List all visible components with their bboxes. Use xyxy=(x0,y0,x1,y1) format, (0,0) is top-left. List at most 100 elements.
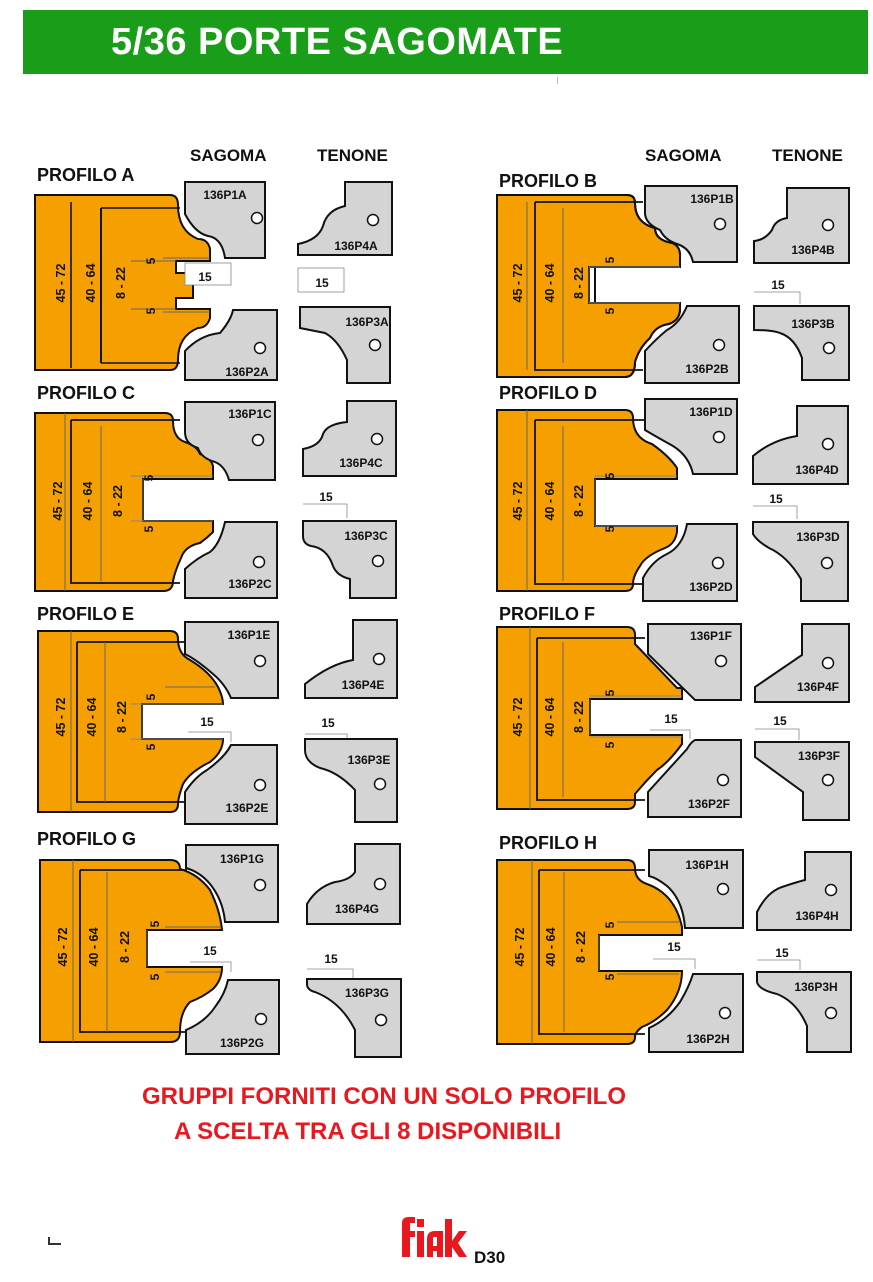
guide-lines-2 xyxy=(590,695,682,738)
offset-label: 15 xyxy=(664,712,678,726)
cutter-p3-hole xyxy=(824,1006,838,1020)
dim-step-label-bottom: 5 xyxy=(603,973,617,980)
cutter-p1-code: 136P1A xyxy=(203,188,247,202)
profile-b-drawing: 45 - 72 40 - 64 8 - 22 5 5 136P1B 136P2B… xyxy=(496,185,850,384)
dim-inner-label: 8 - 22 xyxy=(574,931,588,963)
rebate-line xyxy=(534,201,643,371)
cutter-p1-hole xyxy=(251,433,265,447)
rebate-line xyxy=(76,641,185,803)
cutter-p2-code: 136P2H xyxy=(686,1032,729,1046)
profile-e-panel: PROFILO E 45 - 72 40 - 64 8 - 22 5 5 136… xyxy=(35,602,435,825)
cutter-p4-code: 136P4H xyxy=(795,909,838,923)
corner-mark xyxy=(48,1243,61,1245)
guide-lines-2 xyxy=(595,475,677,527)
cutter-p2-code: 136P2B xyxy=(685,362,729,376)
tenon-offset-label: 15 xyxy=(321,716,335,730)
profile-a-panel: PROFILO A 45 - 72 40 - 64 8 - 22 5 5 136… xyxy=(34,165,435,384)
cutter-p1-hole xyxy=(253,878,267,892)
cutter-p1 xyxy=(648,849,744,929)
offset-label: 15 xyxy=(200,715,214,729)
offset-label: 15 xyxy=(667,940,681,954)
cutter-p4 xyxy=(754,623,850,703)
cutter-p4-hole xyxy=(370,432,384,446)
rebate-line xyxy=(79,869,187,1033)
cutter-p3 xyxy=(299,306,391,384)
profile-label: PROFILO D xyxy=(499,383,597,403)
cutter-p2-hole xyxy=(252,555,266,569)
profile-f-drawing: 45 - 72 40 - 64 8 - 22 5 5 136P1F 136P2F… xyxy=(496,623,850,821)
profile-g-panel: PROFILO G 45 - 72 40 - 64 8 - 22 5 5 136… xyxy=(35,829,435,1058)
cutter-p4-code: 136P4C xyxy=(339,456,383,470)
dim-inner-label: 8 - 22 xyxy=(572,701,586,733)
column-header-sagoma-right: SAGOMA xyxy=(645,146,722,165)
dim-step-label-top: 5 xyxy=(148,920,162,927)
guide-lines xyxy=(72,860,220,1042)
profile-h-drawing: 45 - 72 40 - 64 8 - 22 5 5 136P1H 136P2H… xyxy=(496,849,852,1053)
cutter-p2-code: 136P2G xyxy=(220,1036,264,1050)
profile-label: PROFILO F xyxy=(499,604,595,624)
rebate-line xyxy=(538,869,645,1035)
tenon-offset-label: 15 xyxy=(773,714,787,728)
cutter-p3-hole xyxy=(820,556,834,570)
cutter-p3-hole xyxy=(821,773,835,787)
tenon-offset-box xyxy=(297,267,345,293)
dim-outer-label: 45 - 72 xyxy=(511,263,525,302)
cutter-p1-code: 136P1F xyxy=(690,629,732,643)
guide-lines-2 xyxy=(131,703,223,740)
cutter-p1 xyxy=(184,621,279,699)
guide-lines xyxy=(526,202,590,370)
cutter-p2-hole xyxy=(711,556,725,570)
profile-e-drawing: 45 - 72 40 - 64 8 - 22 5 5 136P1E 136P2E… xyxy=(37,619,398,825)
cutter-p1-hole xyxy=(253,654,267,668)
cutter-p2-hole xyxy=(712,338,726,352)
cutter-p4-hole xyxy=(824,883,838,897)
dim-step-label-bottom: 5 xyxy=(603,741,617,748)
cutter-p3 xyxy=(753,305,850,381)
profile-label: PROFILO G xyxy=(37,829,136,849)
dim-middle-label: 40 - 64 xyxy=(81,481,95,520)
dim-middle-label: 40 - 64 xyxy=(543,263,557,302)
cutter-p4-code: 136P4G xyxy=(335,902,379,916)
profile-h-panel: PROFILO H 45 - 72 40 - 64 8 - 22 5 5 136… xyxy=(496,832,873,1053)
cutter-p4-hole xyxy=(821,437,835,451)
tenon-offset-box xyxy=(753,505,798,519)
cutter-p4-code: 136P4D xyxy=(795,463,839,477)
cutter-p1 xyxy=(644,398,738,475)
guide-lines-2 xyxy=(131,475,213,522)
dim-middle-label: 40 - 64 xyxy=(85,697,99,736)
dim-step-label-top: 5 xyxy=(142,474,156,481)
offset-box xyxy=(650,729,691,739)
cutter-p1 xyxy=(644,185,738,263)
profile-a-drawing: 45 - 72 40 - 64 8 - 22 5 5 136P1A 136P2A… xyxy=(34,181,393,384)
cutter-p4-code: 136P4E xyxy=(342,678,385,692)
cutter-p3-hole xyxy=(822,341,836,355)
cutter-p3-code: 136P3B xyxy=(791,317,835,331)
cutter-p1-hole xyxy=(712,430,726,444)
cutter-p3-code: 136P3G xyxy=(345,986,389,1000)
supply-note-line-2: A SCELTA TRA GLI 8 DISPONIBILI xyxy=(174,1118,562,1145)
column-header-sagoma-left: SAGOMA xyxy=(190,146,267,165)
tenon-offset-box xyxy=(754,291,801,304)
offset-box xyxy=(190,961,232,972)
cutter-p3 xyxy=(302,520,397,599)
dim-step-label-top: 5 xyxy=(603,256,617,263)
cutter-p1-code: 136P1E xyxy=(228,628,271,642)
cutter-p3 xyxy=(306,978,402,1058)
cutter-p4-code: 136P4F xyxy=(797,680,839,694)
cutter-p4-hole xyxy=(366,213,380,227)
cutter-p4 xyxy=(752,405,849,485)
cutter-p2-code: 136P2F xyxy=(688,797,730,811)
dim-outer-label: 45 - 72 xyxy=(54,697,68,736)
cutter-p1-hole xyxy=(250,211,264,225)
cutter-p3 xyxy=(752,521,849,602)
rebate-line xyxy=(70,419,180,584)
dim-outer-label: 45 - 72 xyxy=(513,927,527,966)
dim-step-label-bottom: 5 xyxy=(148,973,162,980)
rebate-line xyxy=(534,419,645,585)
cutter-p2-hole xyxy=(253,341,267,355)
cutter-p1-hole xyxy=(713,217,727,231)
cutter-p4 xyxy=(306,843,401,925)
dim-inner-label: 8 - 22 xyxy=(572,485,586,517)
tenon-offset-label: 15 xyxy=(319,490,333,504)
cutter-p2 xyxy=(184,521,278,599)
